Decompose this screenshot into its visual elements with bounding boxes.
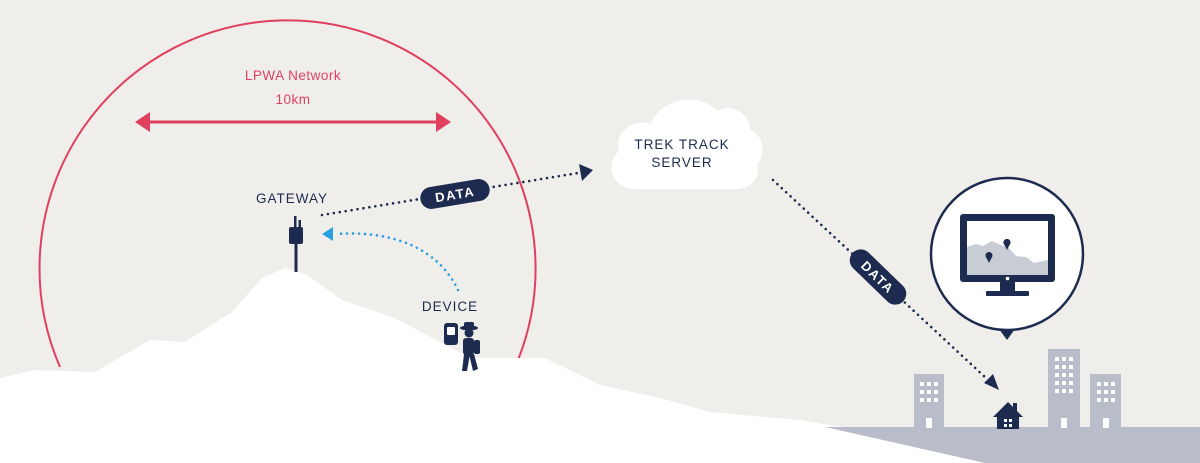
downlink-path bbox=[771, 178, 988, 380]
device-label: DEVICE bbox=[422, 299, 478, 314]
city-building-tall bbox=[1048, 349, 1080, 428]
server-label-line2: SERVER bbox=[651, 155, 712, 170]
device-link-path bbox=[334, 232, 460, 292]
hiker-with-tracker-icon bbox=[444, 322, 480, 371]
device-link-arrowhead bbox=[322, 227, 333, 241]
network-coverage-arc bbox=[38, 19, 537, 368]
antenna-icon bbox=[289, 216, 303, 272]
downlink-arrowhead bbox=[984, 374, 999, 390]
cloud-icon bbox=[611, 99, 763, 190]
server-label-line1: TREK TRACK bbox=[634, 137, 729, 152]
network-range-label: 10km bbox=[275, 92, 310, 107]
city-ground bbox=[825, 427, 1200, 463]
network-name-label: LPWA Network bbox=[245, 68, 341, 83]
uplink-path bbox=[320, 171, 580, 217]
gateway-label: GATEWAY bbox=[256, 191, 328, 206]
monitor-map-icon bbox=[960, 214, 1055, 296]
city-building-right bbox=[1090, 374, 1121, 428]
uplink-arrowhead bbox=[579, 164, 593, 181]
house-icon bbox=[993, 402, 1023, 429]
uplink-data-tag: DATA bbox=[420, 179, 490, 209]
uplink-data-tag-text: DATA bbox=[434, 184, 476, 205]
city-building-left bbox=[914, 374, 944, 428]
downlink-data-tag: DATA bbox=[849, 249, 907, 305]
range-arrow bbox=[135, 112, 451, 132]
mountain bbox=[0, 268, 1000, 463]
